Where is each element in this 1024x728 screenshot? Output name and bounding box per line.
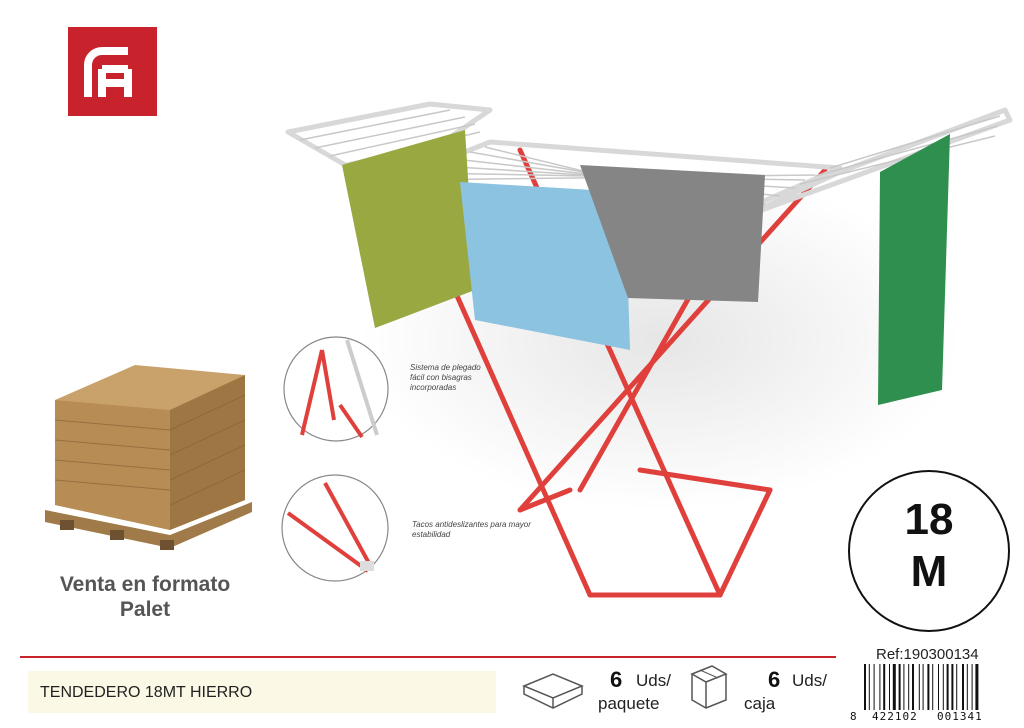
folding-system-caption: Sistema de plegado fácil con bisagras in… — [410, 363, 481, 392]
box-quantity: 6 — [768, 667, 781, 692]
pack-label: paquete — [598, 694, 660, 713]
reference-code: Ref:190300134 — [876, 646, 979, 663]
pack-tray-icon — [522, 673, 584, 709]
box-label: caja — [744, 694, 776, 713]
pallet-boxes-image — [45, 365, 252, 550]
product-name-box: TENDEDERO 18MT HIERRO — [28, 671, 496, 713]
pack-quantity-unit: Uds/ — [636, 671, 671, 690]
folding-hinge-callout-image — [283, 336, 389, 442]
length-badge: 18 M — [848, 470, 1010, 632]
barcode-image — [864, 664, 979, 710]
pallet-sale-caption: Venta en formato — [59, 573, 231, 596]
barcode-digits-left: 422102 — [872, 710, 918, 723]
box-quantity-unit: Uds/ — [792, 671, 827, 690]
drying-rack-illustration — [285, 101, 1013, 598]
shipping-box-icon — [690, 665, 728, 709]
length-value: 18 — [904, 495, 954, 544]
barcode-digits-right: 001341 — [937, 710, 983, 723]
product-name: TENDEDERO 18MT HIERRO — [40, 684, 253, 701]
pallet-sale-caption-word: Palet — [119, 598, 171, 621]
non-slip-feet-callout-image — [281, 474, 389, 582]
non-slip-feet-caption: Tacos antideslizantes para mayor estabil… — [412, 520, 531, 539]
divider-line — [20, 656, 836, 658]
length-unit: M — [910, 547, 948, 596]
brand-logo-icon — [68, 27, 157, 116]
pack-quantity: 6 — [610, 667, 623, 692]
barcode-digit-prefix: 8 — [850, 710, 857, 723]
